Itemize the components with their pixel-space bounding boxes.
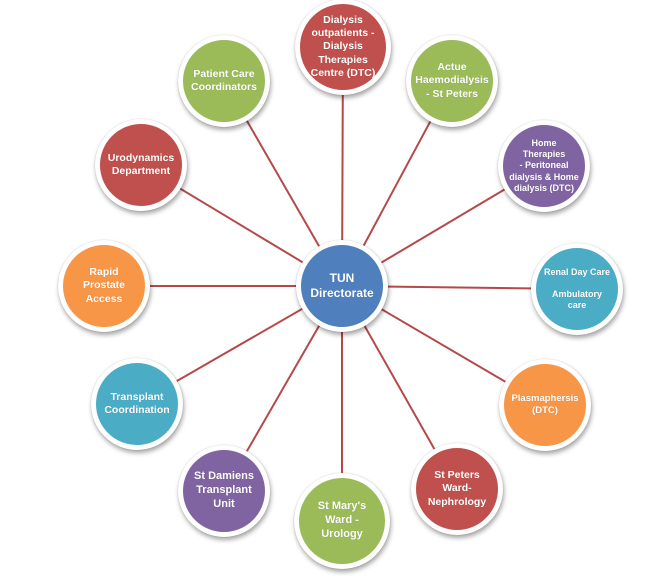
node-label: Dialysis outpatients - Dialysis Therapie…: [310, 14, 376, 79]
node-label: St Peters Ward- Nephrology: [427, 469, 487, 508]
node-st-damiens-transplant-unit: St Damiens Transplant Unit: [178, 445, 270, 537]
node-transplant-coordination: Transplant Coordination: [91, 358, 183, 450]
node-label: Plasmaphersis (DTC): [511, 393, 579, 416]
node-urodynamics-department: Urodynamics Department: [95, 119, 187, 211]
node-label: Actue Haemodialysis - St Peters: [415, 61, 489, 100]
node-label: Patient Care Coordinators: [191, 67, 257, 93]
center-node-tun-directorate: TUN Directorate: [296, 240, 388, 332]
center-label: TUN Directorate: [310, 271, 374, 300]
node-st-marys-ward: St Mary's Ward - Urology: [294, 473, 390, 569]
node-home-therapies: Home Therapies - Peritoneal dialysis & H…: [498, 120, 590, 212]
node-actue-haemodialysis: Actue Haemodialysis - St Peters: [406, 35, 498, 127]
node-label: Rapid Prostate Access: [82, 266, 125, 305]
node-renal-day-care: Renal Day Care Ambulatory care: [531, 243, 623, 335]
node-label: St Damiens Transplant Unit: [194, 470, 254, 510]
node-label: Urodynamics Department: [107, 151, 175, 177]
node-patient-care-coordinators: Patient Care Coordinators: [178, 35, 270, 127]
node-label: St Mary's Ward - Urology: [317, 500, 367, 540]
node-label: Renal Day Care Ambulatory care: [543, 266, 611, 311]
node-label: Home Therapies - Peritoneal dialysis & H…: [509, 137, 579, 193]
node-dialysis-outpatients: Dialysis outpatients - Dialysis Therapie…: [295, 0, 391, 95]
node-rapid-prostate-access: Rapid Prostate Access: [58, 240, 150, 332]
node-st-peters-ward: St Peters Ward- Nephrology: [411, 443, 503, 535]
node-label: Transplant Coordination: [104, 390, 170, 416]
node-plasmapheresis: Plasmaphersis (DTC): [499, 359, 591, 451]
